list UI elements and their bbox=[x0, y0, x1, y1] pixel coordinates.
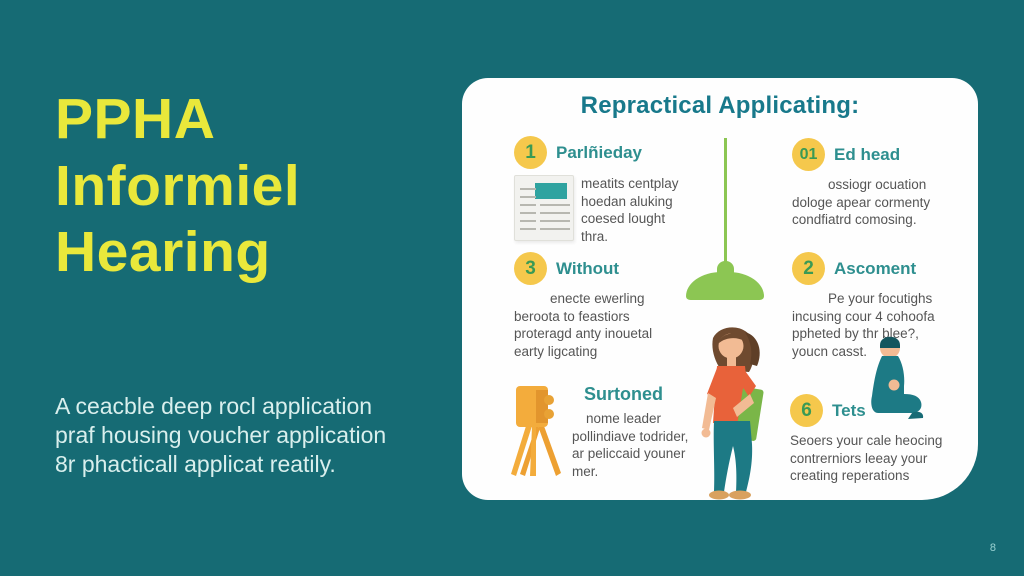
info-card: Repractical Applicating: 1 Parlñieday me… bbox=[462, 78, 978, 500]
item-body: meatits centplay hoedan aluking coesed l… bbox=[581, 176, 679, 244]
number-badge: 2 bbox=[792, 252, 825, 285]
pendant-lamp-icon bbox=[717, 261, 734, 275]
pendant-lamp-icon bbox=[686, 272, 764, 300]
number-badge: 3 bbox=[514, 252, 547, 285]
number-badge: 01 bbox=[792, 138, 825, 171]
list-item-6: 6 Tets Seoers your cale heocing contrern… bbox=[790, 394, 988, 485]
subtitle-text: A ceacble deep rocl application praf hou… bbox=[55, 393, 387, 478]
kneeling-person-figure bbox=[871, 336, 924, 419]
number-badge: 1 bbox=[514, 136, 547, 169]
pendant-lamp-icon bbox=[724, 138, 727, 266]
tripod-camera-icon bbox=[511, 386, 561, 476]
item-title: Ed head bbox=[834, 144, 901, 164]
item-body: enecte ewerling beroota to feastiors pro… bbox=[514, 291, 653, 359]
document-icon bbox=[514, 175, 574, 241]
item-title: Surtoned bbox=[584, 384, 663, 404]
page-number: 8 bbox=[989, 542, 996, 554]
document-icon bbox=[520, 188, 536, 234]
standing-woman-figure bbox=[701, 327, 764, 500]
list-item-3: 3 Without enecte ewerling beroota to fea… bbox=[514, 252, 706, 360]
page-title: PPHA Informiel Hearing bbox=[55, 87, 301, 285]
item-body: nome leader pollindiave todrider, ar pel… bbox=[572, 411, 689, 479]
list-item-01: 01 Ed head ossiogr ocuation dologe apear… bbox=[792, 138, 972, 229]
list-item-1: 1 Parlñieday meatits centplay hoedan alu… bbox=[514, 136, 732, 245]
item-body: Seoers your cale heocing contrerniors le… bbox=[790, 433, 943, 484]
document-icon bbox=[540, 204, 570, 234]
item-title: Without bbox=[556, 258, 620, 278]
item-title: Ascoment bbox=[834, 258, 917, 278]
item-title: Parlñieday bbox=[556, 142, 642, 162]
card-heading: Repractical Applicating: bbox=[580, 92, 860, 119]
list-item-surtoned: Surtoned nome leader pollindiave todride… bbox=[506, 384, 738, 480]
item-title: Tets bbox=[832, 400, 866, 420]
document-icon bbox=[535, 183, 567, 199]
number-badge: 6 bbox=[790, 394, 823, 427]
item-body: ossiogr ocuation dologe apear cormenty c… bbox=[792, 177, 931, 228]
